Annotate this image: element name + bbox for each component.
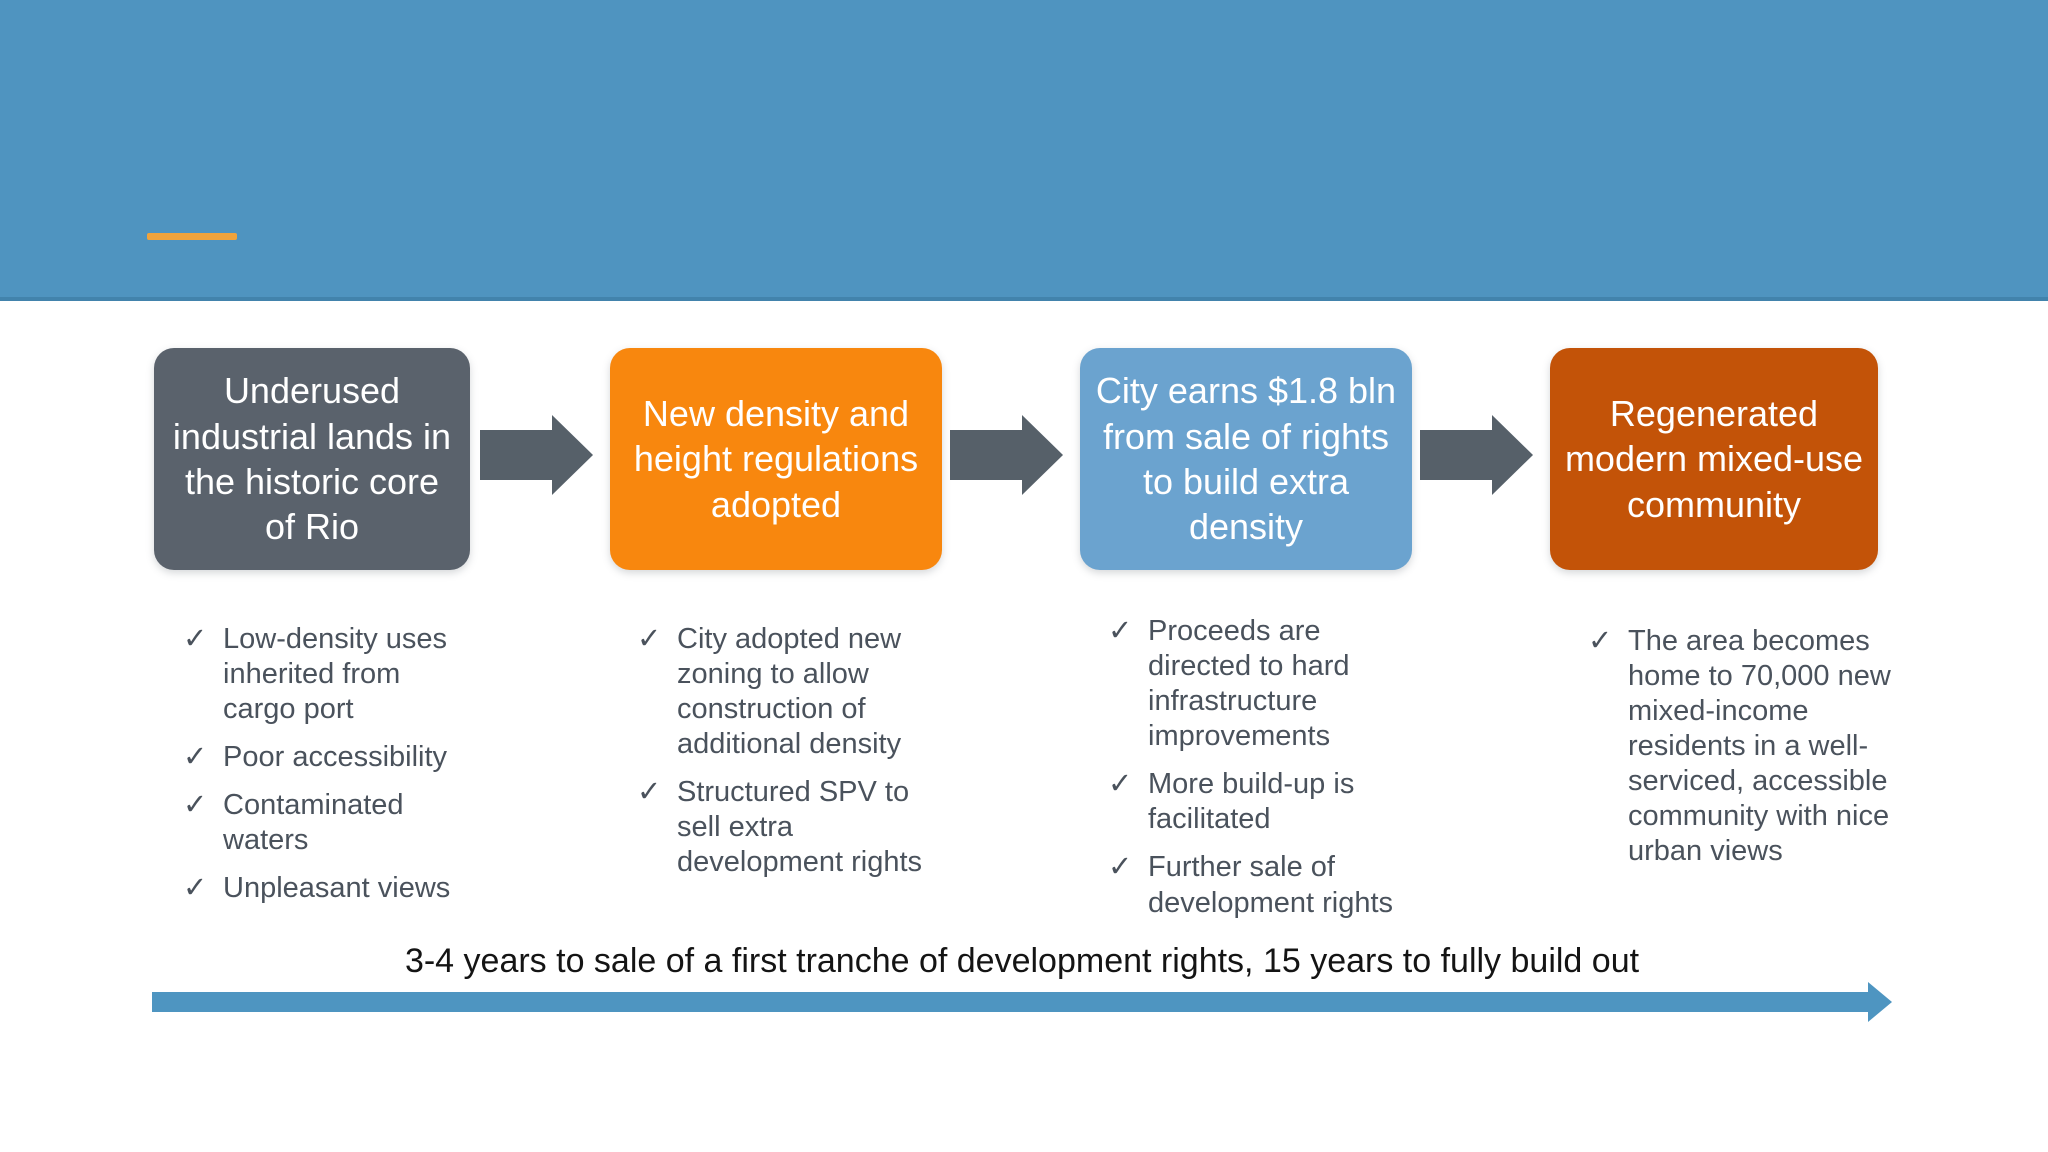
list-item: ✓ More build-up is facilitated <box>1108 767 1404 837</box>
check-icon: ✓ <box>183 872 208 905</box>
list-item-text: Further sale of development rights <box>1148 851 1394 919</box>
check-icon: ✓ <box>183 789 208 822</box>
accent-dash <box>147 233 237 240</box>
list-item-text: The area becomes home to 70,000 new mixe… <box>1628 625 1891 868</box>
list-item: ✓ Proceeds are directed to hard infrastr… <box>1108 614 1404 754</box>
step-box-underused-lands: Underused industrial lands in the histor… <box>154 348 470 570</box>
step-title: New density and height regulations adopt… <box>633 392 919 525</box>
step-title: Underused industrial lands in the histor… <box>172 370 452 548</box>
step-box-city-earns: City earns $1.8 bln from sale of rights … <box>1080 348 1412 570</box>
list-item: ✓ The area becomes home to 70,000 new mi… <box>1588 624 1892 870</box>
list-item: ✓ City adopted new zoning to allow const… <box>637 622 933 762</box>
list-item-text: Low-density uses inherited from cargo po… <box>223 623 448 726</box>
check-icon: ✓ <box>1588 625 1613 657</box>
list-item: ✓ Unpleasant views <box>183 871 455 906</box>
timeline-arrow-icon <box>152 982 1892 1022</box>
list-item-text: Structured SPV to sell extra development… <box>677 776 923 879</box>
check-icon: ✓ <box>183 623 208 655</box>
bullet-list-new-regulations: ✓ City adopted new zoning to allow const… <box>637 622 933 894</box>
check-icon: ✓ <box>1108 851 1133 884</box>
right-arrow-icon <box>950 415 1063 495</box>
list-item: ✓ Contaminated waters <box>183 788 455 858</box>
list-item: ✓ Poor accessibility <box>183 740 455 775</box>
list-item: ✓ Further sale of development rights <box>1108 850 1404 920</box>
list-item: ✓ Low-density uses inherited from cargo … <box>183 622 455 727</box>
check-icon: ✓ <box>637 776 662 809</box>
list-item-text: Contaminated waters <box>223 789 404 857</box>
bullet-list-city-earns: ✓ Proceeds are directed to hard infrastr… <box>1108 614 1404 934</box>
step-box-new-regulations: New density and height regulations adopt… <box>610 348 942 570</box>
right-arrow-icon <box>480 415 593 495</box>
check-icon: ✓ <box>183 741 208 774</box>
bullet-list-regenerated-community: ✓ The area becomes home to 70,000 new mi… <box>1588 624 1892 883</box>
step-title: City earns $1.8 bln from sale of rights … <box>1095 370 1397 548</box>
timeline-label: 3-4 years to sale of a first tranche of … <box>404 942 1640 980</box>
check-icon: ✓ <box>1108 768 1133 801</box>
list-item-text: City adopted new zoning to allow constru… <box>677 623 902 761</box>
bullet-list-underused-lands: ✓ Low-density uses inherited from cargo … <box>183 622 455 920</box>
header-band <box>0 0 2048 301</box>
list-item: ✓ Structured SPV to sell extra developme… <box>637 775 933 880</box>
list-item-text: Unpleasant views <box>223 872 451 905</box>
list-item-text: More build-up is facilitated <box>1148 768 1355 836</box>
list-item-text: Proceeds are directed to hard infrastruc… <box>1148 615 1350 753</box>
check-icon: ✓ <box>1108 615 1133 647</box>
step-box-regenerated-community: Regenerated modern mixed-use community <box>1550 348 1878 570</box>
list-item-text: Poor accessibility <box>223 741 448 774</box>
check-icon: ✓ <box>637 623 662 655</box>
right-arrow-icon <box>1420 415 1533 495</box>
step-title: Regenerated modern mixed-use community <box>1564 392 1864 525</box>
